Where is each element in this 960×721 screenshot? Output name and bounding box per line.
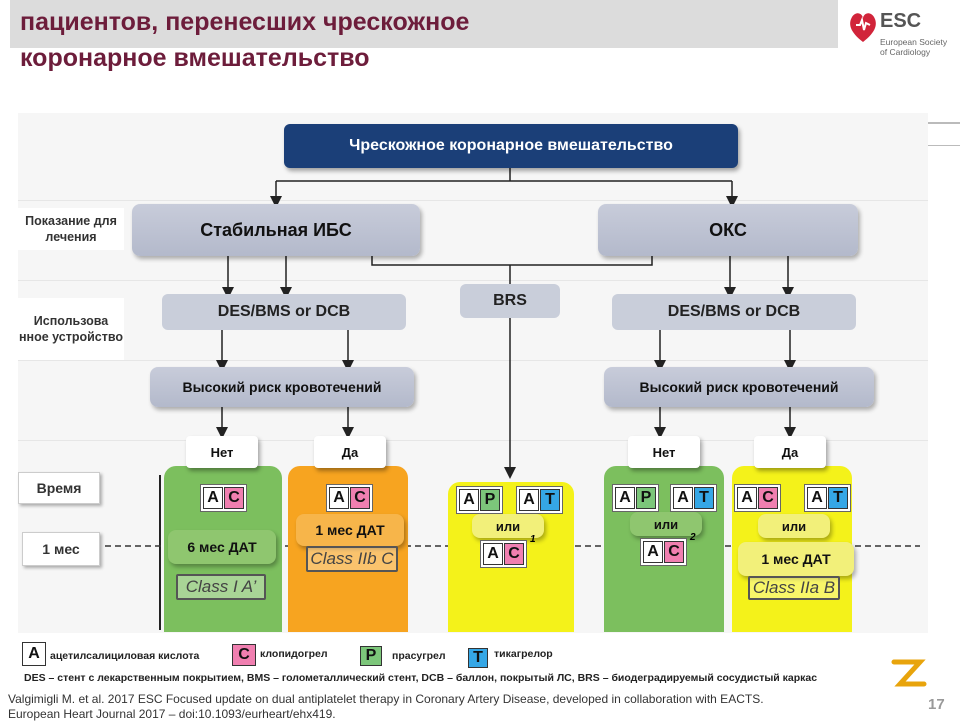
slide-title-line1: пациентов, перенесших чрескожное: [20, 8, 470, 36]
drug-a-icon: A: [643, 541, 663, 563]
or-label-brs: или: [472, 514, 544, 538]
class-label-3: Class IIa B: [748, 576, 840, 600]
drug-pair-at: A T: [670, 484, 717, 512]
or-label-acs-yes: или: [758, 514, 830, 538]
legend-a-text: ацетилсалициловая кислота: [50, 650, 200, 662]
drug-t-icon: T: [540, 489, 560, 511]
drug-pair-ap: A P: [456, 486, 503, 514]
page-number: 17: [928, 696, 945, 713]
dat-1-month-left: 1 мес ДАТ: [296, 514, 404, 546]
branch-acs: ОКС: [598, 204, 858, 256]
answer-no-left: Нет: [186, 436, 258, 468]
row-label-indication: Показание для лечения: [18, 208, 124, 250]
drug-pair-ac: A C: [480, 540, 527, 568]
drug-a-icon: A: [519, 489, 539, 511]
drug-a-icon: A: [737, 487, 757, 509]
device-brs: BRS: [460, 284, 560, 318]
answer-yes-left: Да: [314, 436, 386, 468]
answer-no-right: Нет: [628, 436, 700, 468]
legend-c-text: клопидогрел: [260, 648, 328, 660]
bleeding-risk-right: Высокий риск кровотечений: [604, 367, 874, 407]
drug-c-icon: C: [504, 543, 524, 565]
root-box-pci: Чрескожное коронарное вмешательство: [284, 124, 738, 168]
drug-a-icon: A: [615, 487, 635, 509]
class-label-2: Class IIb C: [306, 546, 398, 572]
citation-line1: Valgimigli M. et al. 2017 ESC Focused up…: [8, 692, 764, 706]
drug-c-icon: C: [758, 487, 778, 509]
decor-line: [905, 122, 960, 124]
drug-a-icon: A: [203, 487, 223, 509]
legend-c-icon: C: [232, 644, 256, 666]
or-label-acs-no: или: [630, 512, 702, 536]
citation-line2: European Heart Journal 2017 – doi:10.109…: [8, 707, 336, 721]
row-label-device: Использова нное устройство: [18, 298, 124, 360]
drug-c-icon: C: [664, 541, 684, 563]
title-band: [10, 0, 838, 48]
abbreviations-note: DES – стент с лекарственным покрытием, B…: [24, 672, 818, 684]
esc-logo-text: ESC: [880, 10, 922, 32]
device-right: DES/BMS or DCB: [612, 294, 856, 330]
legend-p-icon: P: [360, 646, 382, 666]
drug-pair-at: A T: [516, 486, 563, 514]
drug-t-icon: T: [828, 487, 848, 509]
legend-a-icon: A: [22, 642, 46, 666]
drug-p-icon: P: [636, 487, 656, 509]
drug-p-icon: P: [480, 489, 500, 511]
grid-line: [18, 280, 928, 281]
drug-t-icon: T: [694, 487, 714, 509]
grid-line: [18, 200, 928, 201]
drug-c-icon: C: [224, 487, 244, 509]
drug-pair-ac: A C: [640, 538, 687, 566]
eacts-logo-icon: [891, 659, 927, 687]
slide-title-line2: коронарное вмешательство: [20, 44, 370, 72]
drug-a-icon: A: [673, 487, 693, 509]
legend-t-icon: T: [468, 648, 488, 668]
dat-1-month-right: 1 мес ДАТ: [738, 542, 854, 576]
row-label-one-month: 1 мес: [22, 532, 100, 566]
superscript-2: 2: [690, 532, 696, 543]
drug-pair-ap: A P: [612, 484, 659, 512]
drug-a-icon: A: [807, 487, 827, 509]
drug-pair-ac: A C: [200, 484, 247, 512]
bleeding-risk-left: Высокий риск кровотечений: [150, 367, 414, 407]
dat-6-months: 6 мес ДАТ: [168, 530, 276, 564]
decor-line: [905, 145, 960, 146]
drug-pair-ac: A C: [326, 484, 373, 512]
legend-p-text: прасугрел: [392, 650, 446, 662]
drug-pair-at: A T: [804, 484, 851, 512]
drug-a-icon: A: [459, 489, 479, 511]
legend-t-text: тикагрелор: [494, 648, 553, 660]
drug-a-icon: A: [329, 487, 349, 509]
drug-a-icon: A: [483, 543, 503, 565]
drug-c-icon: C: [350, 487, 370, 509]
branch-stable-cad: Стабильная ИБС: [132, 204, 420, 256]
answer-yes-right: Да: [754, 436, 826, 468]
esc-heart-logo-icon: [850, 13, 876, 42]
grid-line: [18, 360, 928, 361]
class-label-1: Class I A’: [176, 574, 266, 600]
superscript-1: 1: [530, 534, 536, 545]
grid-line: [18, 440, 928, 441]
row-label-time: Время: [18, 472, 100, 504]
device-left: DES/BMS or DCB: [162, 294, 406, 330]
drug-pair-ac: A C: [734, 484, 781, 512]
